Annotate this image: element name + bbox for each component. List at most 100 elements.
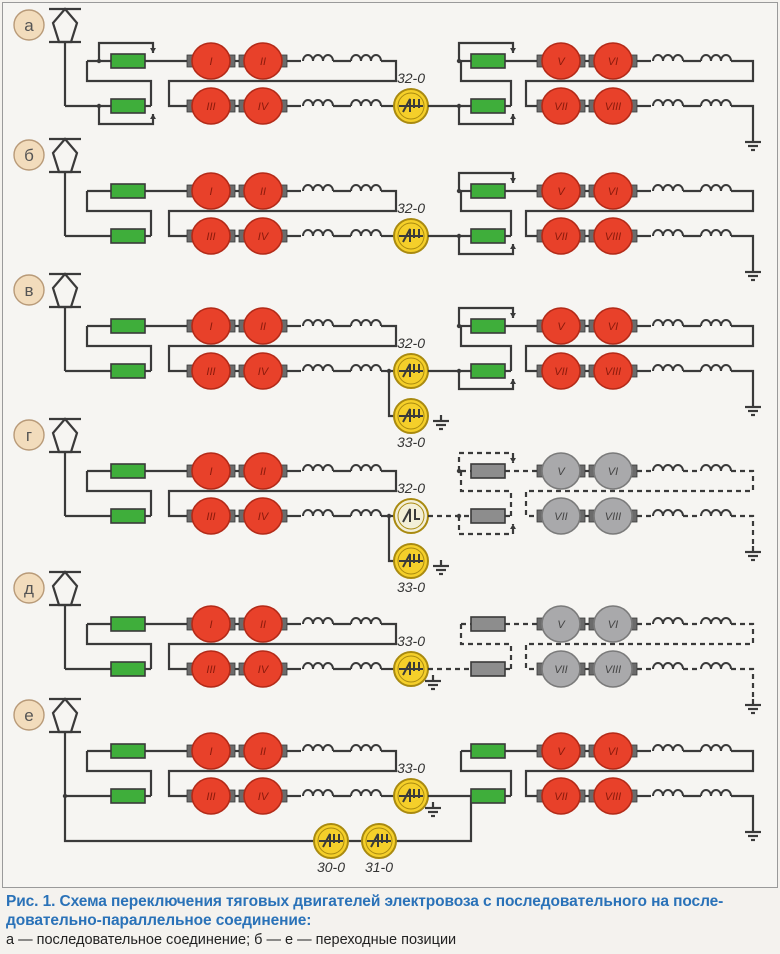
field-winding	[302, 789, 382, 798]
inductor-coil	[302, 617, 334, 625]
wire	[387, 516, 394, 563]
field-winding	[302, 319, 382, 328]
motor-label: I	[209, 619, 212, 631]
motor-label: IV	[258, 231, 270, 243]
inductor-coil	[700, 99, 732, 107]
contactor-ring	[397, 547, 425, 575]
contactor-label: 31-0	[365, 859, 393, 875]
junction-dot	[456, 368, 462, 374]
slider-arrow-icon	[510, 313, 516, 318]
inductor-coil	[302, 662, 334, 670]
wire	[459, 326, 513, 371]
inductor-coil	[302, 464, 334, 472]
motor-body	[243, 497, 283, 535]
motor-body	[593, 497, 633, 535]
traction-motor: III	[186, 497, 236, 535]
contactor-32-0: 32-0	[393, 200, 429, 254]
traction-motor: I	[186, 452, 236, 490]
rheostat	[110, 661, 146, 677]
ground-icon	[745, 826, 761, 842]
traction-motor: III	[186, 777, 236, 815]
motor-body	[541, 497, 581, 535]
motor-body	[191, 42, 231, 80]
traction-motor: II	[238, 42, 288, 80]
motor-body	[541, 87, 581, 125]
inductor-coil	[350, 364, 382, 372]
inductor-coil	[350, 509, 382, 517]
motor-label: VIII	[605, 791, 622, 803]
motor-label: V	[557, 56, 566, 68]
motor-body	[541, 42, 581, 80]
wire	[731, 667, 755, 699]
motor-body	[593, 605, 633, 643]
contactor-ring	[397, 92, 425, 120]
motor-body	[593, 650, 633, 688]
motor-label: III	[206, 366, 215, 378]
contactor-32-0: 32-0	[393, 480, 429, 534]
traction-motor: V	[536, 605, 586, 643]
motor-body	[191, 777, 231, 815]
contact-symbol-icon	[399, 408, 423, 423]
motor-body	[243, 650, 283, 688]
traction-motor: III	[186, 650, 236, 688]
inductor-coil	[700, 789, 732, 797]
motor-label: VIII	[605, 101, 622, 113]
wire	[524, 622, 755, 671]
traction-motor: I	[186, 732, 236, 770]
contactor-ring	[397, 782, 425, 810]
traction-motor: II	[238, 732, 288, 770]
motor-label: IV	[258, 366, 270, 378]
resistor-body	[110, 228, 146, 244]
motor-label: IV	[258, 791, 270, 803]
traction-motor: VII	[536, 87, 586, 125]
motor-label: VI	[608, 56, 618, 68]
motor-label: VII	[554, 366, 567, 378]
motor-label: IV	[258, 101, 270, 113]
resistor-body	[470, 788, 506, 804]
motor-body	[593, 42, 633, 80]
wire	[167, 59, 398, 108]
traction-motor: VII	[536, 217, 586, 255]
motor-label: VIII	[605, 511, 622, 523]
motor-body	[541, 307, 581, 345]
resistor-body	[470, 98, 506, 114]
inductor-coil	[700, 319, 732, 327]
wire	[731, 794, 755, 826]
junction-dot	[96, 103, 102, 109]
badge-circle	[13, 274, 45, 306]
rheostat	[470, 743, 506, 759]
caption-title-line-1: Рис. 1. Схема переключения тяговых двига…	[6, 893, 724, 910]
badge-text: д	[24, 579, 34, 598]
rheostat	[110, 228, 146, 244]
rheostat	[110, 616, 146, 632]
traction-motor: V	[536, 307, 586, 345]
field-winding	[302, 364, 382, 373]
pantograph-shape	[51, 7, 79, 44]
contactor-33-0: 33-0	[393, 633, 429, 687]
caption-title: Рис. 1. Схема переключения тяговых двига…	[6, 892, 776, 930]
wire	[85, 326, 153, 371]
badge-circle	[13, 9, 45, 41]
figure-caption: Рис. 1. Схема переключения тяговых двига…	[6, 892, 776, 950]
resistor-body	[110, 661, 146, 677]
motor-body	[541, 732, 581, 770]
field-winding	[652, 789, 732, 798]
resistor-body	[110, 318, 146, 334]
resistor-body	[470, 228, 506, 244]
inductor-coil	[700, 54, 732, 62]
motor-body	[243, 42, 283, 80]
motor-body	[541, 217, 581, 255]
traction-motor: I	[186, 605, 236, 643]
motor-label: VI	[608, 466, 618, 478]
contact-symbol-icon	[319, 833, 343, 848]
inductor-coil	[350, 464, 382, 472]
inductor-coil	[350, 617, 382, 625]
resistor-body	[470, 508, 506, 524]
contactor-label: 32-0	[397, 335, 425, 351]
contactor-ring	[397, 357, 425, 385]
motor-body	[243, 732, 283, 770]
motor-body	[243, 352, 283, 390]
rheostat	[456, 363, 516, 391]
inductor-coil	[652, 744, 684, 752]
